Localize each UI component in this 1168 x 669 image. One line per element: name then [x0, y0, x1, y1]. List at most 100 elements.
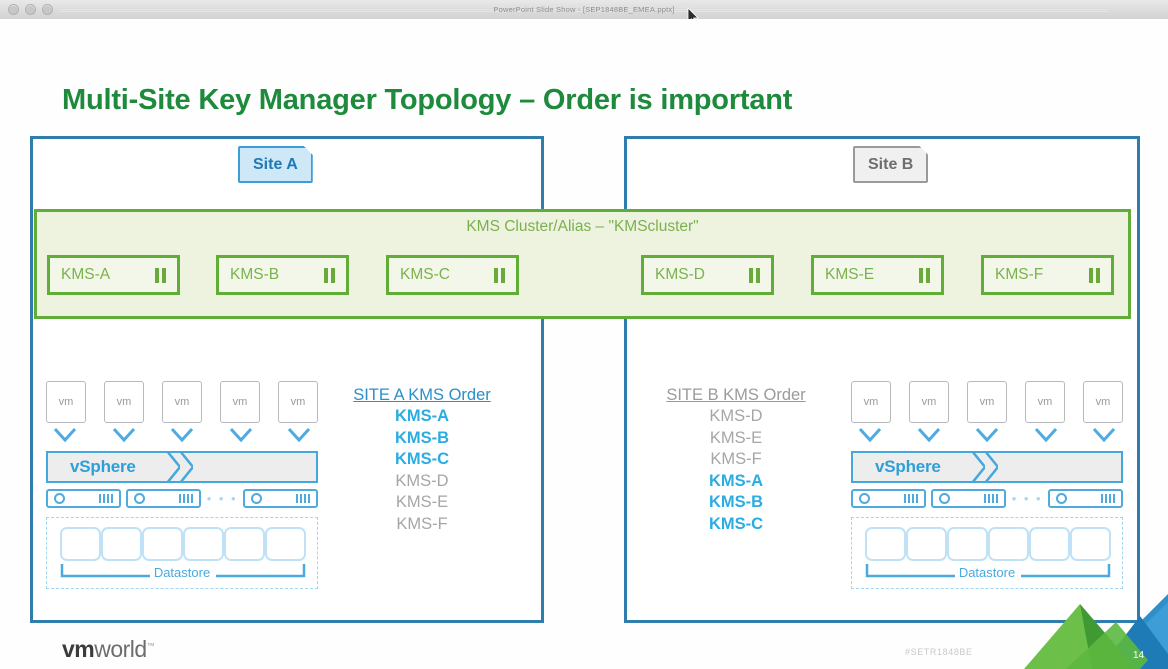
datastore-container: Datastore: [851, 517, 1123, 589]
server-icon: [494, 267, 505, 283]
site-a-order-item: KMS-A: [394, 407, 450, 425]
site-a-order-item: KMS-E: [395, 493, 449, 511]
kms-cluster-band: KMS Cluster/Alias – "KMScluster": [34, 209, 1131, 319]
site-a-order-heading: SITE A KMS Order: [353, 386, 491, 404]
host-bays-icon: [99, 494, 113, 503]
host-power-icon: [1055, 493, 1067, 504]
datastore-bracket-icon: [60, 564, 306, 578]
corner-decoration: [1024, 594, 1168, 669]
vmworld-logo-tm: ™: [146, 641, 155, 651]
host-ellipsis: • • •: [206, 491, 238, 506]
vm-icon: vm: [278, 381, 318, 423]
disk-icon: [265, 527, 306, 561]
datastore-bracket-icon: [865, 564, 1111, 578]
host-power-icon: [939, 493, 951, 504]
kms-node-f: KMS-F: [981, 255, 1114, 295]
site-b-vsphere-stack: vm vm vm vm vm vSphere: [851, 381, 1123, 596]
vm-icon: vm: [162, 381, 202, 423]
vm-icon: vm: [967, 381, 1007, 423]
kms-node-d: KMS-D: [641, 255, 774, 295]
page-number: 14: [1133, 650, 1145, 661]
vsphere-arrow-icon: [972, 451, 998, 483]
vm-row: vm vm vm vm vm: [851, 381, 1123, 423]
site-a-order-item: KMS-B: [394, 428, 450, 447]
datastore-label: Datastore: [958, 565, 1016, 580]
disk-icon: [906, 527, 947, 561]
chevron-down-icon: [222, 425, 260, 445]
kms-cluster-label: KMS Cluster/Alias – "KMScluster": [466, 218, 699, 235]
esxi-host-icon: [851, 489, 926, 508]
host-power-icon: [859, 493, 870, 504]
site-b-order-heading: SITE B KMS Order: [666, 386, 806, 404]
session-code: #SETR1848BE: [905, 647, 973, 657]
server-icon: [324, 267, 335, 283]
site-b-order-item: KMS-B: [708, 493, 764, 511]
disk-icon: [947, 527, 988, 561]
vm-icon: vm: [909, 381, 949, 423]
kms-node-a: KMS-A: [47, 255, 180, 295]
minimize-dot-icon[interactable]: [25, 4, 36, 15]
disk-icon: [1070, 527, 1111, 561]
chevron-down-icon: [910, 425, 948, 445]
server-icon: [919, 267, 930, 283]
chevron-down-icon: [851, 425, 889, 445]
esxi-host-icon: [242, 489, 318, 508]
chevron-row: [46, 425, 318, 445]
chevron-down-icon: [46, 425, 84, 445]
server-icon: [1089, 267, 1100, 283]
zoom-dot-icon[interactable]: [42, 4, 53, 15]
vm-icon: vm: [220, 381, 260, 423]
site-b-order-item: KMS-C: [708, 514, 764, 533]
site-b-order-item: KMS-E: [709, 428, 763, 447]
close-dot-icon[interactable]: [8, 4, 19, 15]
disk-icon: [988, 527, 1029, 561]
kms-node-e-label: KMS-E: [825, 266, 875, 283]
esxi-host-icon: [46, 489, 121, 508]
chevron-row: [851, 425, 1123, 445]
disk-icon: [183, 527, 224, 561]
disk-icon: [60, 527, 101, 561]
vm-icon: vm: [1083, 381, 1123, 423]
host-bays-icon: [295, 494, 310, 503]
vm-icon: vm: [104, 381, 144, 423]
disk-icon: [101, 527, 142, 561]
server-icon: [749, 267, 760, 283]
window-controls[interactable]: [8, 4, 53, 15]
vm-icon: vm: [1025, 381, 1065, 423]
datastore-disks: [60, 527, 306, 561]
datastore-container: Datastore: [46, 517, 318, 589]
host-row: • • •: [851, 489, 1123, 508]
esxi-host-icon: [126, 489, 202, 508]
host-bays-icon: [179, 494, 194, 503]
vmworld-logo: vmworld™: [62, 636, 155, 663]
esxi-host-icon: [931, 489, 1007, 508]
vmworld-logo-rest: world: [94, 636, 147, 662]
slide-canvas: Multi-Site Key Manager Topology – Order …: [0, 19, 1168, 669]
site-a-order-item: KMS-D: [395, 471, 449, 490]
site-b-tag: Site B: [853, 146, 928, 183]
kms-node-d-label: KMS-D: [655, 266, 705, 283]
vm-icon: vm: [46, 381, 86, 423]
host-ellipsis: • • •: [1011, 491, 1043, 506]
site-a-order-item: KMS-F: [396, 514, 448, 533]
host-power-icon: [250, 493, 262, 504]
window-title: PowerPoint Slide Show - [SEP1848BE_EMEA.…: [493, 5, 675, 14]
chevron-down-icon: [280, 425, 318, 445]
chevron-down-icon: [1027, 425, 1065, 445]
host-bays-icon: [984, 494, 999, 503]
kms-node-f-label: KMS-F: [995, 266, 1044, 283]
chevron-down-icon: [105, 425, 143, 445]
site-a-order-item: KMS-C: [394, 450, 450, 468]
datastore-disks: [865, 527, 1111, 561]
esxi-host-icon: [1047, 489, 1123, 508]
vsphere-label: vSphere: [70, 457, 136, 476]
chevron-down-icon: [968, 425, 1006, 445]
site-b-order-item: KMS-A: [708, 471, 764, 490]
site-b-order-item: KMS-D: [709, 407, 763, 425]
chevron-down-icon: [163, 425, 201, 445]
vmworld-logo-bold: vm: [62, 636, 95, 662]
host-bays-icon: [1100, 494, 1115, 503]
host-row: • • •: [46, 489, 318, 508]
vm-icon: vm: [851, 381, 891, 423]
site-a-kms-order-list: SITE A KMS Order KMS-A KMS-B KMS-C KMS-D…: [324, 386, 520, 535]
